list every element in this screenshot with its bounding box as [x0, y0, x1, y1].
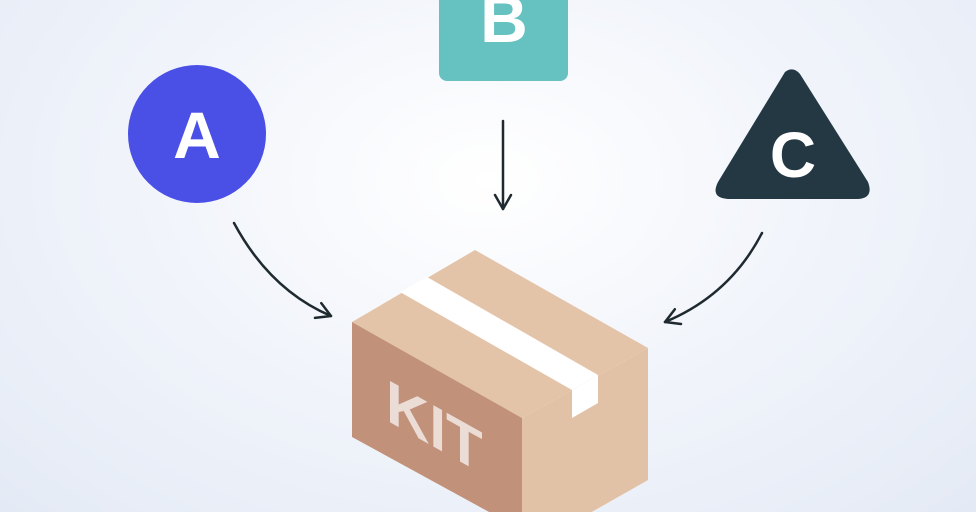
shape-c: C [715, 69, 870, 199]
shape-c-label: C [770, 119, 816, 191]
box-side-face [522, 348, 648, 512]
triangle-shape [715, 69, 870, 199]
box-tape-top [400, 277, 598, 390]
arrow-c-to-kit [663, 231, 764, 326]
shape-a-label: A [173, 98, 221, 172]
box-front-face [352, 322, 522, 512]
circle-shape [128, 65, 266, 203]
shape-b: B [439, 0, 568, 81]
square-shape [439, 0, 568, 81]
kit-box: KIT [352, 250, 648, 512]
shape-b-label: B [480, 0, 528, 56]
box-tape-side [572, 375, 598, 418]
arrows [232, 119, 764, 326]
arrow-a-to-kit [232, 221, 333, 320]
shape-a: A [128, 65, 266, 203]
